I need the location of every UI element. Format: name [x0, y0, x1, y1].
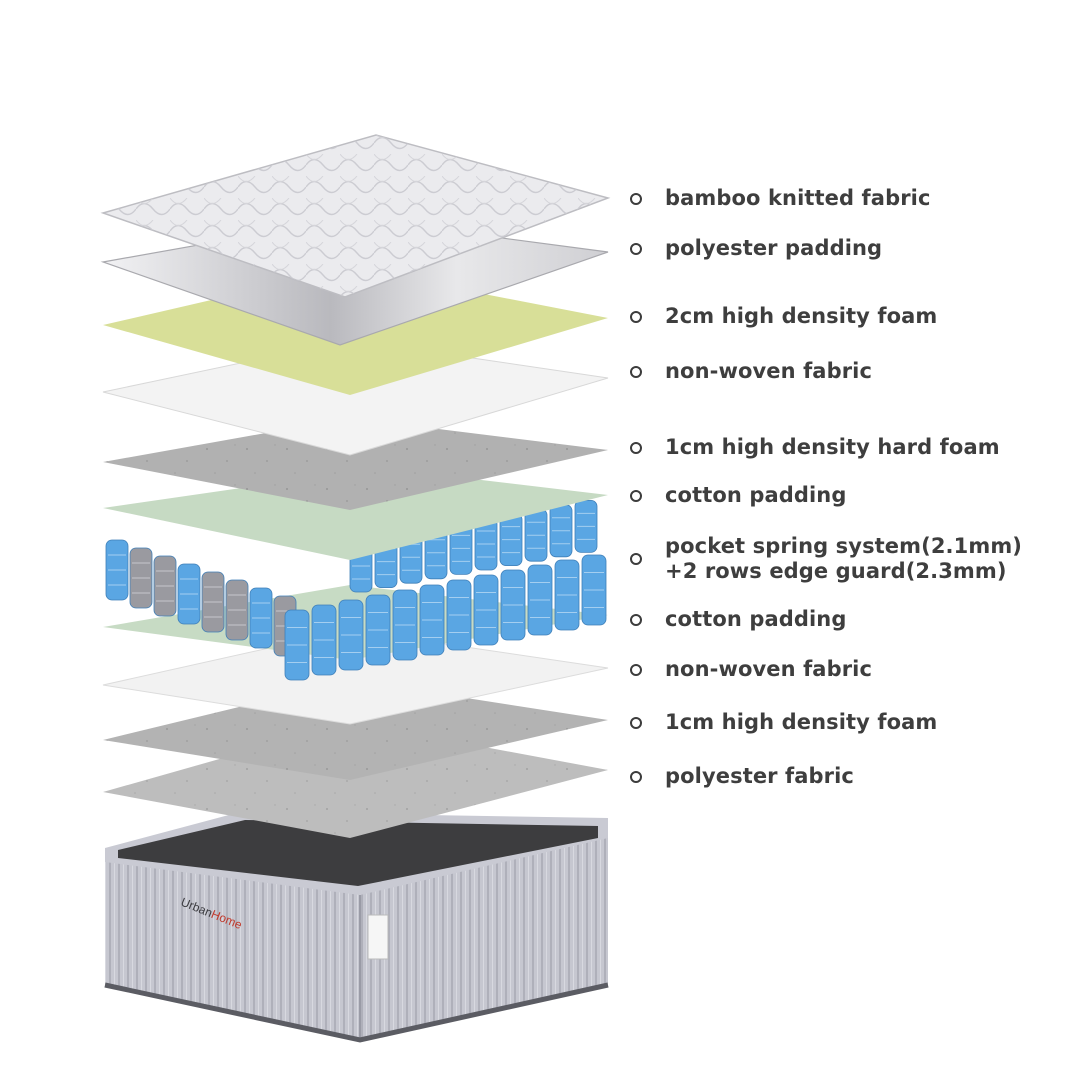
layer-label-7: cotton padding: [630, 607, 847, 632]
circle-bullet-icon: [630, 442, 642, 454]
layer-label-text: 1cm high density foam: [665, 710, 937, 735]
layer-label-8: non-woven fabric: [630, 657, 872, 682]
circle-bullet-icon: [630, 664, 642, 676]
layer-label-1: polyester padding: [630, 236, 882, 261]
circle-bullet-icon: [630, 771, 642, 783]
layer-label-text: 1cm high density hard foam: [665, 435, 1000, 460]
circle-bullet-icon: [630, 614, 642, 626]
layer-label-0: bamboo knitted fabric: [630, 186, 931, 211]
circle-bullet-icon: [630, 366, 642, 378]
layer-label-line: pocket spring system(2.1mm): [665, 534, 1022, 559]
layer-label-text: polyester fabric: [665, 764, 854, 789]
layer-label-3: non-woven fabric: [630, 359, 872, 384]
layer-label-text: 2cm high density foam: [665, 304, 937, 329]
layer-label-4: 1cm high density hard foam: [630, 435, 1000, 460]
layer-label-10: polyester fabric: [630, 764, 854, 789]
layer-label-2: 2cm high density foam: [630, 304, 937, 329]
layer-label-6: pocket spring system(2.1mm) +2 rows edge…: [630, 534, 1022, 584]
layer-label-text: bamboo knitted fabric: [665, 186, 931, 211]
layer-label-text-multiline: pocket spring system(2.1mm) +2 rows edge…: [665, 534, 1022, 584]
layer-label-9: 1cm high density foam: [630, 710, 937, 735]
circle-bullet-icon: [630, 553, 642, 565]
layer-label-line: +2 rows edge guard(2.3mm): [665, 559, 1022, 584]
layer-label-text: cotton padding: [665, 607, 847, 632]
mattress-base: UrbanHome: [105, 812, 608, 1040]
layer-label-5: cotton padding: [630, 483, 847, 508]
layer-label-text: polyester padding: [665, 236, 882, 261]
care-label-tag: [368, 915, 388, 959]
layer-label-text: non-woven fabric: [665, 359, 872, 384]
circle-bullet-icon: [630, 490, 642, 502]
layer-label-text: cotton padding: [665, 483, 847, 508]
circle-bullet-icon: [630, 243, 642, 255]
circle-bullet-icon: [630, 193, 642, 205]
layer-label-text: non-woven fabric: [665, 657, 872, 682]
circle-bullet-icon: [630, 717, 642, 729]
circle-bullet-icon: [630, 311, 642, 323]
mattress-layers-illustration: UrbanHome: [0, 0, 620, 1080]
